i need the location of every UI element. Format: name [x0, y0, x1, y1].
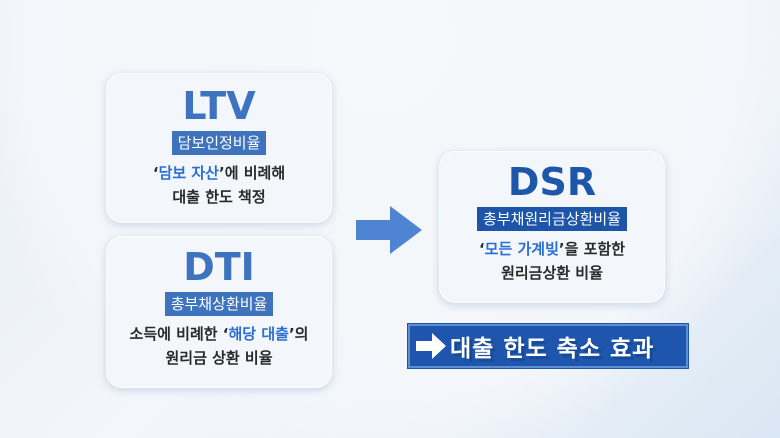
dsr-title: DSR: [507, 160, 597, 204]
right-arrow-icon: [356, 206, 422, 254]
dti-desc-prefix: 소득에 비례한 ‘: [129, 325, 229, 343]
dsr-desc-rest: ’을 포함한: [558, 240, 626, 258]
ltv-desc-rest: ’에 비례해: [219, 164, 286, 182]
dsr-card: DSR 총부채원리금상환비율 ‘모든 가계빚’을 포함한 원리금상환 비율: [439, 151, 665, 303]
dsr-highlight: 모든 가계빚: [484, 240, 559, 258]
dti-highlight: 해당 대출: [228, 325, 289, 343]
dti-card: DTI 총부채상환비율 소득에 비례한 ‘해당 대출’의 원리금 상환 비율: [106, 236, 332, 388]
effect-banner: 대출 한도 축소 효과: [408, 324, 688, 368]
ltv-highlight: 담보 자산: [158, 164, 219, 182]
ltv-desc-line1: ‘담보 자산’에 비례해: [106, 161, 332, 185]
quote: ‘: [152, 164, 159, 182]
dti-title: DTI: [183, 245, 255, 289]
right-arrow-icon: [416, 333, 446, 359]
dti-desc-line2: 원리금 상환 비율: [165, 349, 273, 367]
dti-desc-rest: ’의: [288, 325, 309, 343]
ltv-title: LTV: [182, 84, 256, 128]
quote: ‘: [478, 240, 485, 258]
ltv-desc-line2: 대출 한도 책정: [172, 188, 266, 206]
dsr-label: 총부채원리금상환비율: [476, 207, 627, 231]
ltv-card: LTV 담보인정비율 ‘담보 자산’에 비례해 대출 한도 책정: [106, 73, 332, 223]
ltv-label: 담보인정비율: [171, 131, 267, 155]
banner-text: 대출 한도 축소 효과: [450, 336, 655, 362]
dti-desc-line1: 소득에 비례한 ‘해당 대출’의: [106, 322, 332, 346]
dsr-desc-line1: ‘모든 가계빚’을 포함한: [439, 237, 665, 261]
dti-label: 총부채상환비율: [164, 292, 274, 316]
dsr-desc-line2: 원리금상환 비율: [501, 264, 603, 282]
